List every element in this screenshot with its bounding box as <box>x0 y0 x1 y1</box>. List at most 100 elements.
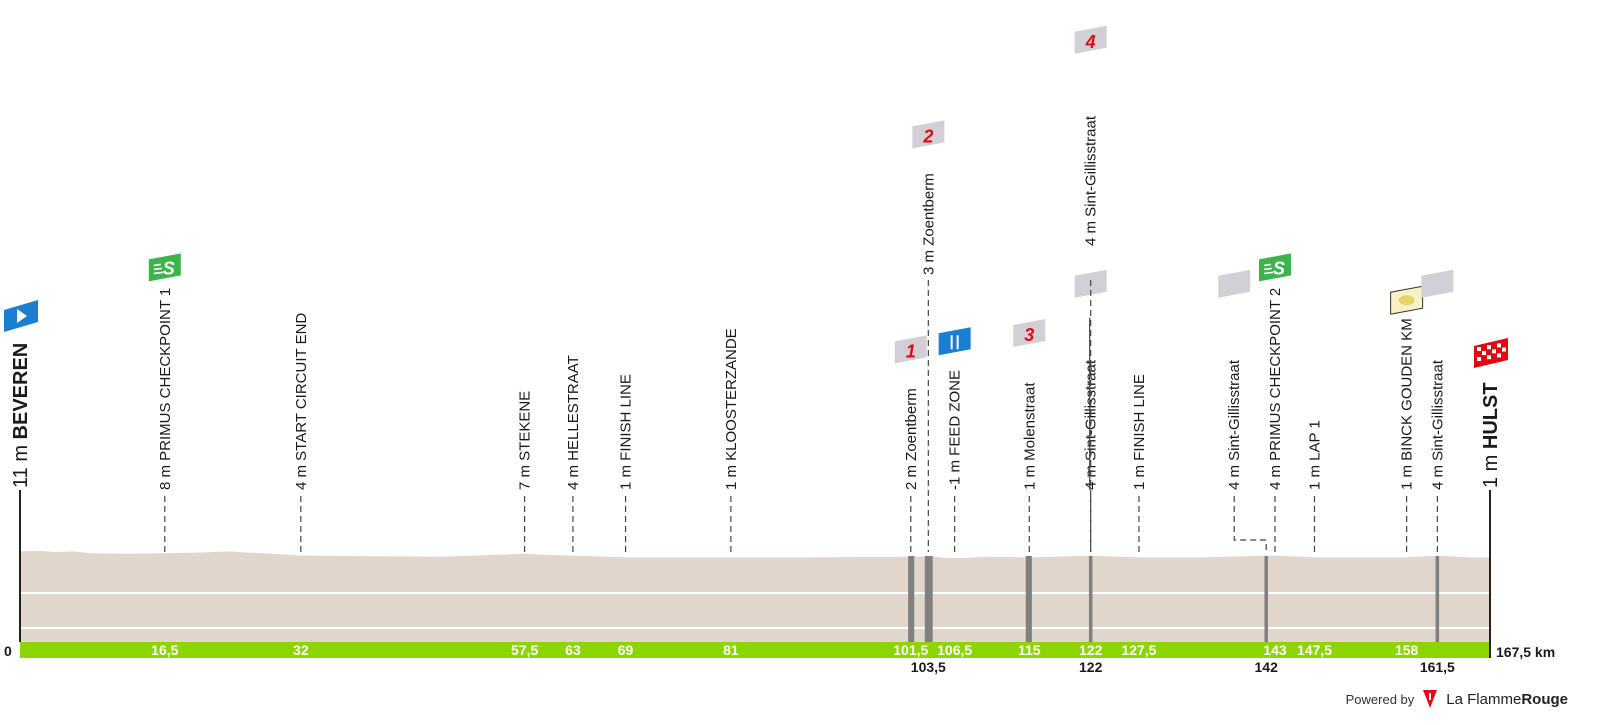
waypoint-label: 1 m FINISH LINE <box>618 374 635 490</box>
cobble-flag-icon: 1 <box>894 335 927 364</box>
feed-flag-background <box>938 327 971 356</box>
start-km-label: 0 <box>4 643 12 659</box>
footer-credit: Powered by La FlammeRouge <box>1346 689 1568 709</box>
sprint-flag-letter: S <box>1273 258 1285 278</box>
waypoint-label: 1 m KLOOSTERZANDE <box>723 328 740 490</box>
checker-square <box>1492 349 1496 354</box>
start-label: 11 m BEVEREN <box>10 343 32 488</box>
cobble-flag-icon: 3 <box>1013 319 1046 347</box>
sprint-flag-icon: S <box>148 253 181 282</box>
km-bar-label: 143 <box>1263 642 1287 658</box>
powered-by-text: Powered by <box>1345 691 1415 707</box>
sprint-flag-stripe <box>153 263 161 267</box>
checker-square <box>1502 347 1506 352</box>
waypoint-label: 1 m BINCK GOUDEN KM <box>1399 318 1416 490</box>
finish-label: 1 m HULST <box>1480 382 1502 488</box>
sprint-flag-stripe <box>1263 267 1273 271</box>
golden-km-flag-border <box>1390 285 1424 315</box>
start-town: BEVEREN <box>10 343 32 440</box>
cobble-flag-number: 2 <box>922 126 933 146</box>
start-flag-icon <box>4 300 38 332</box>
cobble-sector-band <box>908 556 915 642</box>
waypoint-label: 4 m START CIRCUIT END <box>293 313 310 490</box>
cobble-flag-background <box>1074 25 1107 54</box>
finish-town: HULST <box>1480 382 1502 449</box>
cobble-flag-icon <box>1218 269 1251 298</box>
cobble-flag-number: 3 <box>1024 325 1034 345</box>
cobble-flag-background <box>1421 269 1454 298</box>
cobble-sector-band <box>1435 556 1440 642</box>
km-bar-label: 16,5 <box>151 642 178 658</box>
cobble-sector-band <box>1025 556 1032 642</box>
sprint-flag-background <box>148 253 181 282</box>
feed-zone-icon <box>938 327 971 356</box>
golden-km-emblem <box>1398 295 1415 306</box>
cobble-flag-background <box>1218 269 1251 298</box>
km-bar-label: 69 <box>618 642 634 658</box>
finish-km-label: 167,5 km <box>1496 644 1555 660</box>
km-bar-label: 115 <box>1018 642 1041 658</box>
km-bar-label: 127,5 <box>1121 642 1156 658</box>
km-bar-label: 147,5 <box>1297 642 1332 658</box>
waypoint-label: 4 m HELLESTRAAT <box>565 355 582 490</box>
cobble-flag-number: 4 <box>1085 32 1096 52</box>
cobble-flag-background <box>1013 319 1046 347</box>
brand-name: La FlammeRouge <box>1446 690 1568 708</box>
finish-altitude: 1 m <box>1480 449 1502 488</box>
km-bar-label: 122 <box>1079 642 1103 658</box>
cobble-sector-band <box>924 556 933 642</box>
km-bar-label: 32 <box>293 642 309 658</box>
waypoint-label: 1 m FINISH LINE <box>1131 374 1148 490</box>
golden-km-icon <box>1390 285 1424 315</box>
waypoint-label: 4 m Sint-Gillisstraat <box>1429 359 1446 490</box>
waypoint-markers: 8 m PRIMUS CHECKPOINT 1 S 4 m START CIRCUI… <box>148 25 1454 552</box>
cobble-flag-background <box>912 120 945 149</box>
checker-square <box>1477 357 1481 361</box>
profile-base <box>20 550 1490 642</box>
km-below-label: 103,5 <box>911 659 946 675</box>
cobble-flag-icon <box>1421 269 1454 298</box>
finish-flag-icon <box>1474 338 1508 368</box>
start-altitude: 11 m <box>10 439 32 488</box>
sprint-flag-icon: S <box>1258 253 1291 282</box>
checker-square <box>1497 353 1501 358</box>
waypoint-label: 7 m STEKENE <box>517 391 534 490</box>
checker-square <box>1487 345 1491 350</box>
cobble-flag-number: 1 <box>906 341 916 361</box>
km-bar-label: 81 <box>723 642 739 658</box>
waypoint-label: 4 m PRIMUS CHECKPOINT 2 <box>1267 288 1284 490</box>
waypoint-label: -1 m FEED ZONE <box>947 370 964 490</box>
waypoint-leader-line <box>1233 496 1267 552</box>
sprint-flag-stripe <box>153 267 162 271</box>
cobble-sector-band <box>1264 556 1268 642</box>
km-below-label: 161,5 <box>1420 659 1455 675</box>
checker-square <box>1487 355 1491 360</box>
cobble-flag-background <box>894 335 927 364</box>
waypoint-label: 1 m LAP 1 <box>1306 420 1323 490</box>
waypoint-label: 8 m PRIMUS CHECKPOINT 1 <box>157 288 174 490</box>
km-bar-label: 57,5 <box>511 642 538 658</box>
km-bar-label: 158 <box>1395 642 1419 658</box>
km-below-label: 122 <box>1079 659 1103 675</box>
finish-flag-background <box>1474 338 1508 368</box>
waypoint-label: 3 m Zoentberm <box>920 173 937 275</box>
sprint-flag-stripe <box>1263 263 1272 267</box>
km-bar-label: 63 <box>565 642 581 658</box>
play-triangle <box>17 309 27 323</box>
km-bar-label: 101,5 <box>893 642 928 658</box>
flamme-rouge-logo-icon <box>1423 690 1438 708</box>
sprint-flag-background <box>1258 253 1291 282</box>
cobble-flag-icon: 2 <box>912 120 945 149</box>
cobble-sector-band <box>1088 556 1093 642</box>
checker-square <box>1477 347 1481 351</box>
ground-block <box>20 558 1490 642</box>
sprint-flag-letter: S <box>163 258 175 278</box>
checker-square <box>1482 351 1486 356</box>
sprint-flag-stripe <box>1263 271 1274 275</box>
waypoint-label: 4 m Sint-Gillisstraat <box>1226 359 1243 490</box>
waypoint-label: 4 m Sint-Gillisstraat <box>1083 115 1100 246</box>
km-below-label: 142 <box>1255 659 1279 675</box>
